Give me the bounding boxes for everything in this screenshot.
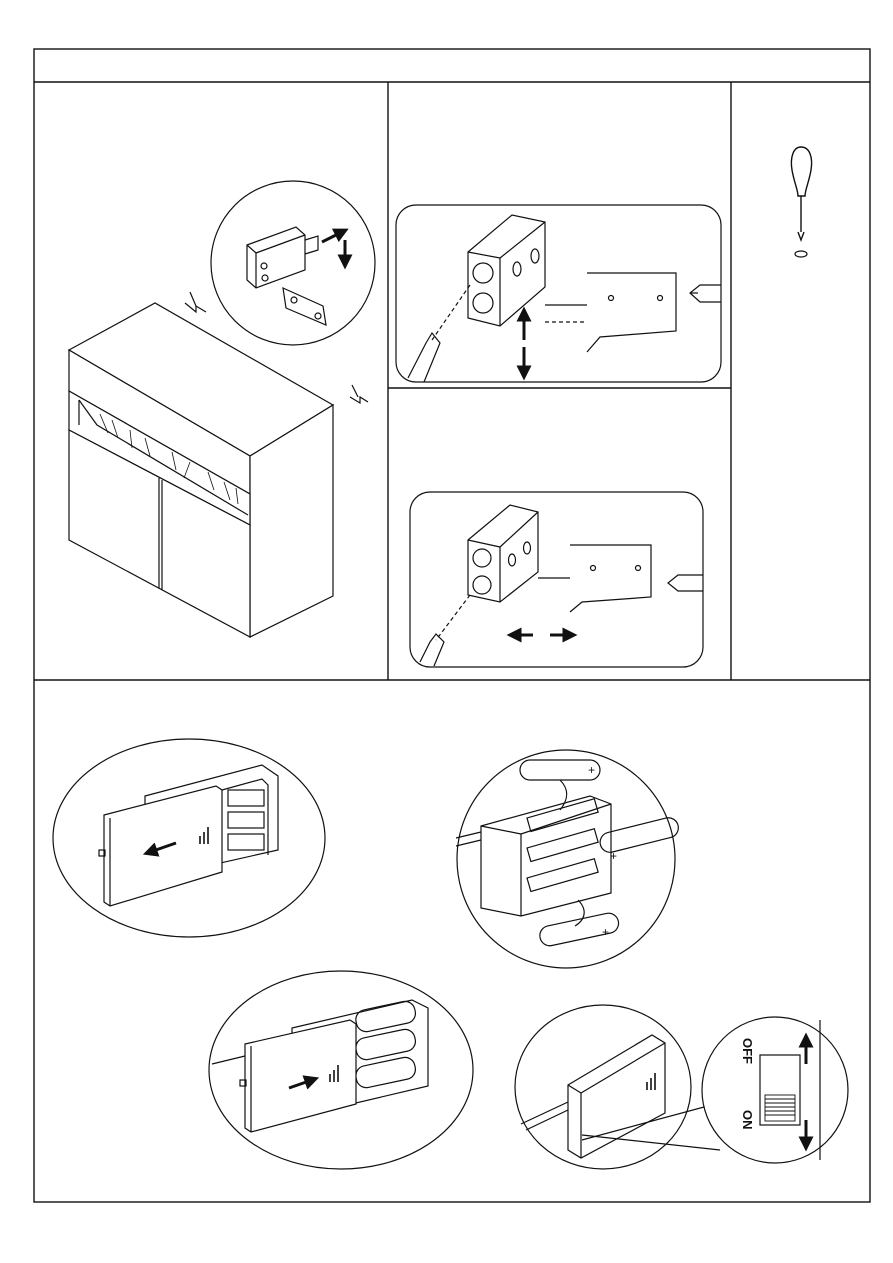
battery-open-cover-illustration <box>53 739 325 937</box>
battery-bottom-plus: + <box>602 925 609 939</box>
mount-vertical-panel <box>396 205 721 382</box>
switch-off-label: OFF <box>740 1038 755 1064</box>
switch-knob[interactable] <box>765 1095 795 1121</box>
switch-on-label: ON <box>740 1110 755 1130</box>
phillips-screwdriver-icon <box>791 147 811 240</box>
battery-close-cover-illustration <box>209 971 473 1169</box>
battery-switch-illustration <box>515 1005 848 1169</box>
battery-right-plus: + <box>610 849 617 863</box>
bracket-detail-magnifier <box>211 181 375 345</box>
battery-insert-illustration <box>456 750 680 968</box>
battery-top-plus: + <box>588 763 595 777</box>
mount-horizontal-panel <box>410 492 703 667</box>
cabinet-illustration <box>69 292 368 637</box>
rotate-icon <box>795 251 807 257</box>
